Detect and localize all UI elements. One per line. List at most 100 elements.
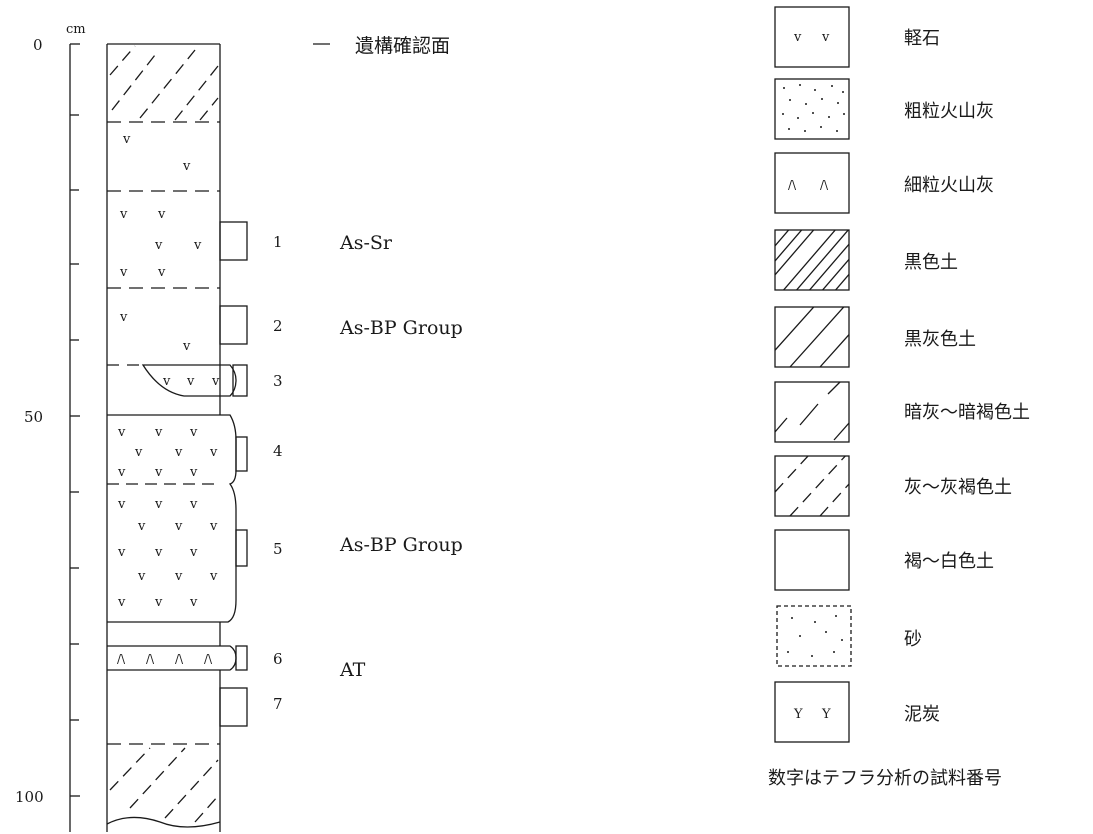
svg-text:v: v [157, 207, 166, 222]
svg-text:Y: Y [793, 707, 803, 722]
legend-swatch [776, 605, 852, 667]
svg-text:v: v [157, 265, 166, 280]
svg-text:v: v [211, 374, 220, 389]
sample-box-3 [232, 364, 248, 397]
svg-text:v: v [182, 339, 191, 354]
legend-label: 軽石 [904, 28, 940, 49]
surface-label: 遺構確認面 [355, 35, 450, 57]
legend-label: 灰～灰褐色土 [904, 477, 1012, 498]
sample-box-6 [235, 645, 248, 671]
legend-swatch [774, 529, 850, 591]
sample-number-1: 1 [273, 233, 283, 251]
depth-label-50: 50 [24, 408, 43, 426]
sample-box-5 [235, 529, 248, 567]
svg-text:v: v [117, 545, 126, 560]
svg-text:v: v [117, 425, 126, 440]
svg-text:v: v [174, 569, 183, 584]
svg-text:/\: /\ [204, 652, 213, 666]
tephra-label-sample-2: As-BP Group [339, 317, 463, 339]
legend-item-fine-ash: /\ /\ 細粒火山灰 [774, 152, 994, 214]
depth-label-0: 0 [33, 36, 43, 54]
surface-marker: 遺構確認面 [313, 35, 450, 57]
sample-box-2 [219, 305, 248, 345]
tephra-label-sample-5: As-BP Group [339, 534, 463, 556]
svg-text:v: v [186, 374, 195, 389]
svg-text:v: v [154, 465, 163, 480]
tephra-lens-layer-3 [141, 364, 237, 397]
svg-text:v: v [189, 595, 198, 610]
gray-brown-soil-top [109, 45, 219, 121]
depth-label-100: 100 [15, 788, 44, 806]
tephra-layer-at [107, 645, 237, 671]
svg-text:v: v [189, 545, 198, 560]
svg-text:v: v [119, 310, 128, 325]
sample-markers: 1 2 3 4 5 6 7 As-Sr As-BP Group As-BP Gr… [219, 221, 463, 727]
svg-text:v: v [821, 30, 830, 45]
legend-swatch [774, 681, 850, 743]
sample-number-4: 4 [273, 442, 283, 460]
svg-text:/\: /\ [820, 178, 829, 192]
svg-text:/\: /\ [117, 652, 126, 666]
legend-item-gray-brown-soil: 灰～灰褐色土 [774, 455, 1012, 517]
svg-text:v: v [117, 497, 126, 512]
legend-item-coarse-ash: 粗粒火山灰 [774, 78, 994, 140]
legend-item-brown-white-soil: 褐～白色土 [774, 529, 994, 591]
svg-text:v: v [209, 445, 218, 460]
fine-ash-symbols: /\ /\ /\ /\ [117, 652, 213, 666]
legend-item-black-soil: 黒色土 [774, 229, 958, 291]
sample-box-7 [219, 687, 248, 727]
legend-swatch [774, 381, 850, 443]
legend-item-peat: Y Y 泥炭 [774, 681, 940, 743]
legend: v v 軽石 粗粒火山灰 /\ /\ 細粒火山灰 [768, 6, 1030, 789]
sample-number-2: 2 [273, 317, 283, 335]
depth-scale: cm 0 50 100 [15, 22, 86, 832]
svg-text:v: v [154, 425, 163, 440]
legend-label: 黒色土 [904, 252, 958, 273]
svg-text:v: v [154, 595, 163, 610]
svg-text:v: v [154, 238, 163, 253]
svg-text:v: v [174, 445, 183, 460]
tephra-label-sample-6: AT [339, 659, 366, 681]
svg-text:v: v [793, 30, 802, 45]
legend-item-pumice: v v 軽石 [774, 6, 940, 68]
legend-label: 褐～白色土 [904, 551, 994, 572]
svg-text:v: v [119, 265, 128, 280]
sample-number-5: 5 [273, 540, 283, 558]
svg-text:v: v [119, 207, 128, 222]
legend-item-black-gray-soil: 黒灰色土 [774, 306, 976, 368]
legend-label: 粗粒火山灰 [904, 101, 994, 122]
svg-text:v: v [209, 569, 218, 584]
svg-text:v: v [189, 425, 198, 440]
svg-text:v: v [182, 159, 191, 174]
svg-text:v: v [162, 374, 171, 389]
sample-box-4 [235, 436, 248, 472]
svg-text:v: v [174, 519, 183, 534]
sample-number-6: 6 [273, 650, 283, 668]
legend-swatch [774, 229, 850, 291]
legend-label: 砂 [904, 629, 922, 650]
svg-text:v: v [209, 519, 218, 534]
svg-text:v: v [154, 497, 163, 512]
svg-text:/\: /\ [175, 652, 184, 666]
svg-text:Y: Y [821, 707, 831, 722]
tephra-label-sample-1: As-Sr [339, 232, 393, 254]
svg-text:v: v [137, 519, 146, 534]
legend-label: 細粒火山灰 [904, 175, 994, 196]
svg-text:v: v [154, 545, 163, 560]
legend-swatch [774, 306, 850, 368]
svg-text:v: v [189, 465, 198, 480]
column-bottom-edge [106, 816, 221, 828]
svg-text:v: v [134, 445, 143, 460]
svg-text:/\: /\ [788, 178, 797, 192]
legend-swatch [774, 152, 850, 214]
legend-item-dark-gray-brown-soil: 暗灰～暗褐色土 [774, 381, 1030, 443]
svg-text:v: v [122, 132, 131, 147]
svg-text:/\: /\ [146, 652, 155, 666]
legend-item-sand: 砂 [776, 605, 922, 667]
gray-brown-soil-bottom [109, 747, 219, 823]
sample-box-1 [219, 221, 248, 261]
legend-swatch [774, 455, 850, 517]
